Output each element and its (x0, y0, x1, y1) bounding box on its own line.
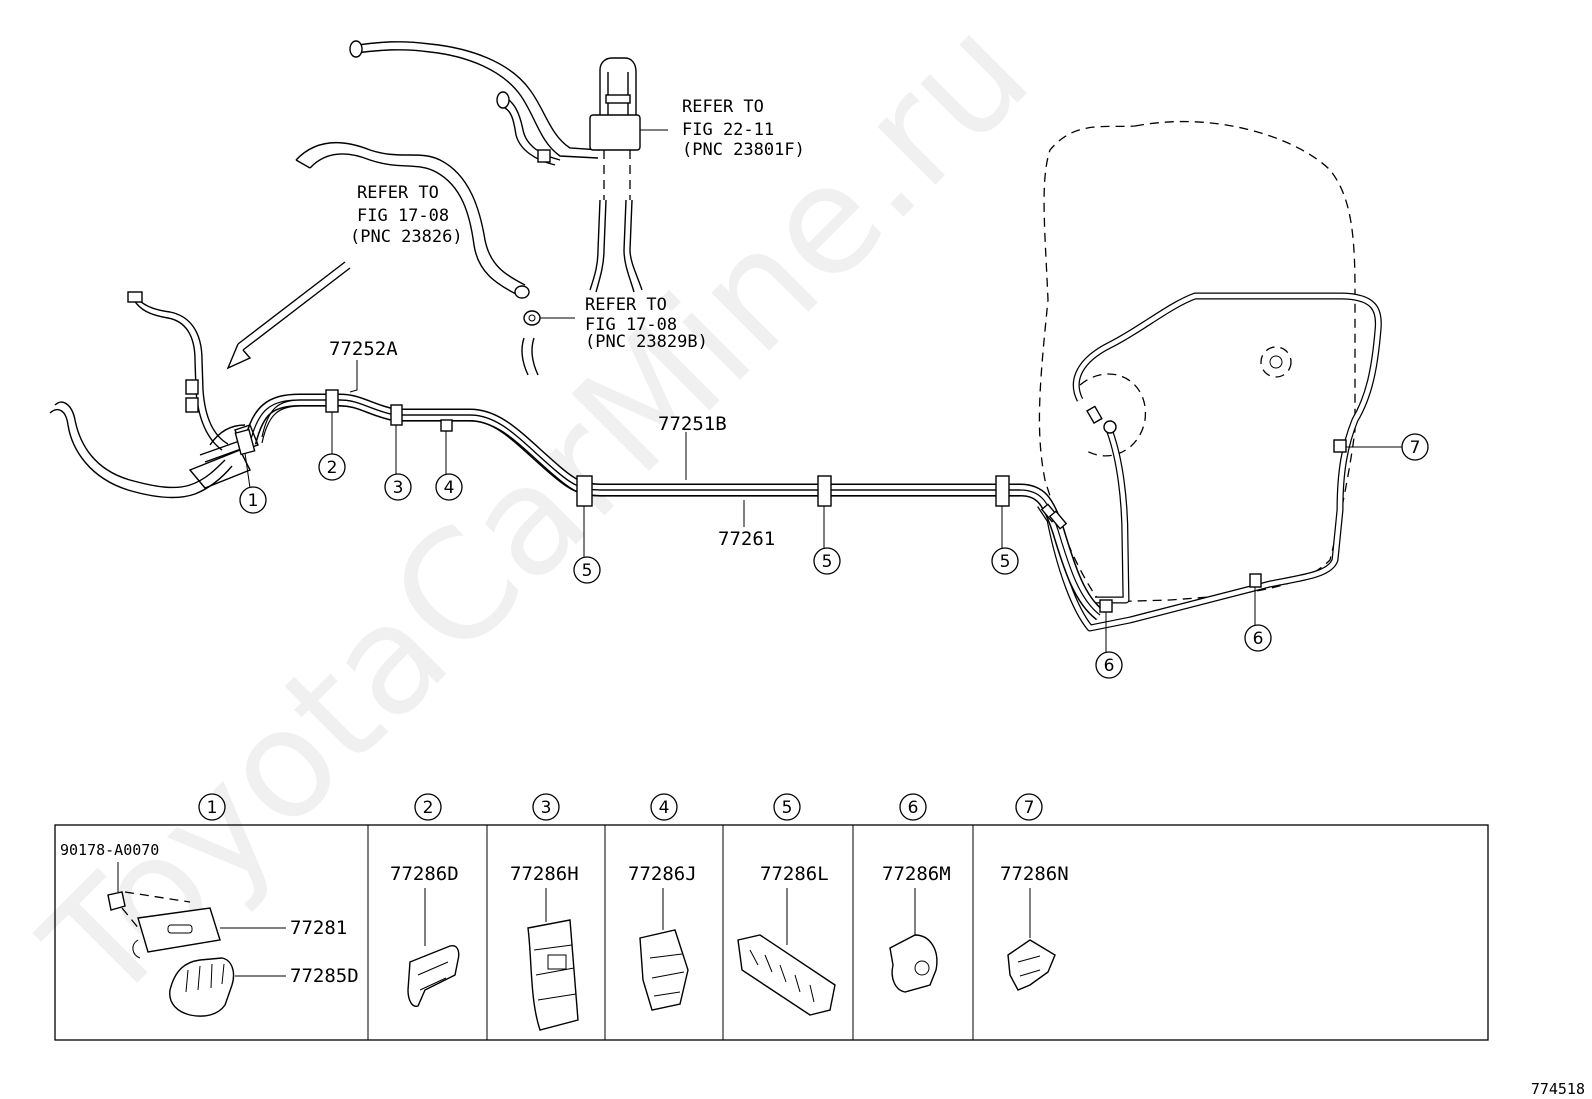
part-label-90178-a0070: 90178-A0070 (60, 841, 159, 859)
svg-text:REFER TO: REFER TO (682, 97, 764, 117)
filler-hose (295, 141, 530, 299)
callout-1: 1 (239, 486, 267, 514)
table-cell-3: 77286H (510, 863, 579, 1031)
part-label-77261: 77261 (718, 528, 775, 550)
callout-5: 5 (813, 547, 841, 575)
part-label-77251b: 77251B (658, 413, 727, 435)
table-header-6: 6 (899, 793, 927, 821)
svg-text:2: 2 (327, 458, 338, 478)
svg-text:5: 5 (1000, 552, 1011, 572)
svg-text:3: 3 (393, 478, 404, 498)
table-header-2: 2 (414, 793, 442, 821)
svg-text:(PNC 23826): (PNC 23826) (350, 227, 463, 247)
callout-7: 7 (1401, 433, 1429, 461)
svg-text:2: 2 (423, 798, 434, 818)
svg-text:77286M: 77286M (882, 863, 951, 885)
callout-6: 6 (1244, 624, 1272, 652)
direction-arrow (226, 261, 351, 370)
table-header-5: 5 (773, 793, 801, 821)
svg-text:REFER TO: REFER TO (585, 295, 667, 315)
svg-text:6: 6 (908, 798, 919, 818)
callout-4: 4 (435, 473, 463, 501)
svg-text:77286L: 77286L (760, 863, 829, 885)
svg-text:7: 7 (1410, 438, 1421, 458)
table-cell-2: 77286D (390, 863, 460, 1007)
callout-5: 5 (573, 556, 601, 584)
table-header-4: 4 (650, 793, 678, 821)
reference-note-fig-17-08-23826: REFER TO FIG 17-08 (PNC 23826) (350, 183, 463, 247)
callout-leaders (244, 360, 1402, 652)
svg-text:77286J: 77286J (628, 863, 697, 885)
table-cell-7: 77286N (1000, 863, 1069, 991)
svg-text:5: 5 (782, 798, 793, 818)
small-hose (521, 310, 575, 376)
fuel-tank-outline (1038, 120, 1356, 603)
callout-6: 6 (1095, 651, 1123, 679)
table-cell-5: 77286L (737, 863, 836, 1016)
svg-text:(PNC 23801F): (PNC 23801F) (682, 140, 805, 160)
svg-text:REFER TO: REFER TO (357, 183, 439, 203)
table-header-1: 1 (198, 793, 226, 821)
front-fuel-hose-assembly (49, 291, 259, 499)
svg-text:7: 7 (1024, 798, 1035, 818)
svg-text:6: 6 (1104, 656, 1115, 676)
svg-text:77286D: 77286D (390, 863, 459, 885)
svg-text:3: 3 (541, 798, 552, 818)
table-header-3: 3 (532, 793, 560, 821)
part-label-77281: 77281 (290, 917, 347, 939)
svg-text:4: 4 (659, 798, 670, 818)
clamp-parts-table: 1 2 3 4 5 6 7 90178-A0070 77281 77285D 7… (54, 793, 1489, 1041)
callout-5: 5 (991, 547, 1019, 575)
reference-note-fig-22-11: REFER TO FIG 22-11 (PNC 23801F) (682, 97, 805, 160)
svg-text:77286H: 77286H (510, 863, 579, 885)
svg-text:5: 5 (822, 552, 833, 572)
table-header-7: 7 (1015, 793, 1043, 821)
svg-text:FIG 17-08: FIG 17-08 (357, 206, 449, 226)
callout-2: 2 (318, 453, 346, 481)
svg-text:77286N: 77286N (1000, 863, 1069, 885)
svg-text:FIG 22-11: FIG 22-11 (682, 120, 774, 140)
evap-hose-top (349, 40, 668, 293)
svg-text:5: 5 (582, 561, 593, 581)
svg-text:FIG 17-08: FIG 17-08 (585, 315, 677, 335)
svg-text:6: 6 (1253, 629, 1264, 649)
table-cell-4: 77286J (628, 863, 697, 1011)
svg-text:4: 4 (444, 478, 455, 498)
tank-fuel-lines (1037, 292, 1382, 632)
figure-id: 774518 (1531, 1080, 1585, 1098)
svg-text:1: 1 (248, 491, 259, 511)
part-label-77285d: 77285D (290, 965, 359, 987)
reference-note-fig-17-08-23829b: REFER TO FIG 17-08 (PNC 23829B) (585, 295, 708, 352)
table-cell-6: 77286M (882, 863, 951, 993)
table-cell-1: 90178-A0070 77281 77285D (60, 841, 359, 1017)
part-label-77252a: 77252A (329, 338, 398, 360)
svg-text:(PNC 23829B): (PNC 23829B) (585, 332, 708, 352)
callout-3: 3 (384, 473, 412, 501)
svg-text:1: 1 (207, 798, 218, 818)
